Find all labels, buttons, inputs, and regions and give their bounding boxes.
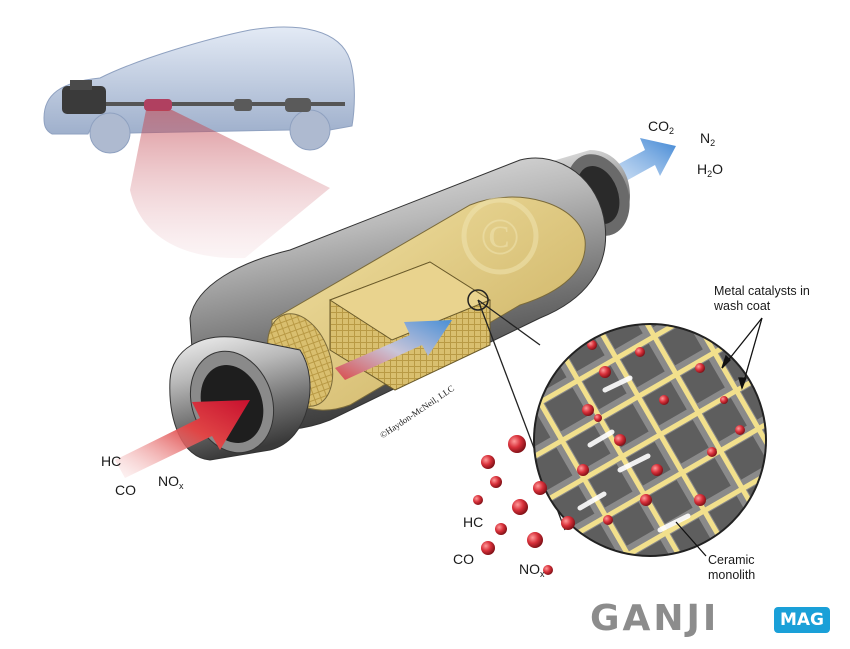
catalyst-particle bbox=[720, 396, 728, 404]
catalyst-particle bbox=[603, 515, 613, 525]
pollutant-molecule bbox=[543, 565, 553, 575]
engine-block bbox=[62, 80, 106, 114]
catalyst-particle bbox=[640, 494, 652, 506]
catalyst-particle bbox=[614, 434, 626, 446]
cutaway-co-label: CO bbox=[453, 551, 474, 567]
magnified-monolith bbox=[533, 323, 767, 557]
magnify-source-circle bbox=[467, 289, 489, 311]
pollutant-molecule bbox=[481, 541, 495, 555]
catalyst-particle bbox=[587, 340, 597, 350]
output-co2-label: CO2 bbox=[648, 118, 675, 136]
catalyst-particle bbox=[582, 404, 594, 416]
ganji-mag-logo: GANJI MAG bbox=[590, 598, 840, 639]
catalyst-particle bbox=[659, 395, 669, 405]
pollutant-molecule bbox=[508, 435, 526, 453]
pollutant-molecule bbox=[473, 495, 483, 505]
input-hc-label: HC bbox=[101, 453, 122, 469]
pollutant-molecule bbox=[512, 499, 528, 515]
copyright-watermark: © bbox=[461, 197, 539, 275]
logo-badge: MAG bbox=[774, 607, 830, 633]
pollutant-molecule bbox=[490, 476, 502, 488]
catalyst-particle bbox=[695, 363, 705, 373]
input-co-label: CO bbox=[115, 482, 136, 498]
catalyst-particle bbox=[594, 414, 602, 422]
input-nox-label: NOx bbox=[158, 473, 184, 491]
catalyst-particle bbox=[694, 494, 706, 506]
catalyst-particle bbox=[707, 447, 717, 457]
output-h2o-label: H2O bbox=[697, 161, 724, 179]
pollutant-molecule bbox=[481, 455, 495, 469]
catalyst-particle bbox=[599, 366, 611, 378]
catalyst-particle bbox=[735, 425, 745, 435]
inner-flow-arrow bbox=[335, 320, 452, 380]
cutaway-nox-label: NOx bbox=[519, 561, 545, 579]
converter-location-marker bbox=[144, 99, 172, 111]
catalyst-particle bbox=[577, 464, 589, 476]
car-silhouette bbox=[43, 26, 355, 154]
catalyst-particle bbox=[651, 464, 663, 476]
zoom-beam bbox=[130, 110, 330, 259]
callout-leaders bbox=[675, 317, 763, 557]
pollutant-molecules bbox=[473, 435, 575, 575]
pollutant-molecule bbox=[533, 481, 547, 495]
inflow-arrow bbox=[115, 400, 250, 478]
metal-catalysts-callout: Metal catalysts in wash coat bbox=[714, 284, 810, 313]
pollutant-molecule bbox=[527, 532, 543, 548]
pollutant-molecule bbox=[495, 523, 507, 535]
svg-text:©: © bbox=[480, 209, 520, 266]
logo-wordmark: GANJI bbox=[590, 598, 720, 639]
output-n2-label: N2 bbox=[700, 130, 716, 148]
catalyst-particle bbox=[635, 347, 645, 357]
ceramic-monolith-callout: Ceramic monolith bbox=[708, 553, 756, 582]
pollutant-molecule bbox=[561, 516, 575, 530]
cutaway-hc-label: HC bbox=[463, 514, 484, 530]
